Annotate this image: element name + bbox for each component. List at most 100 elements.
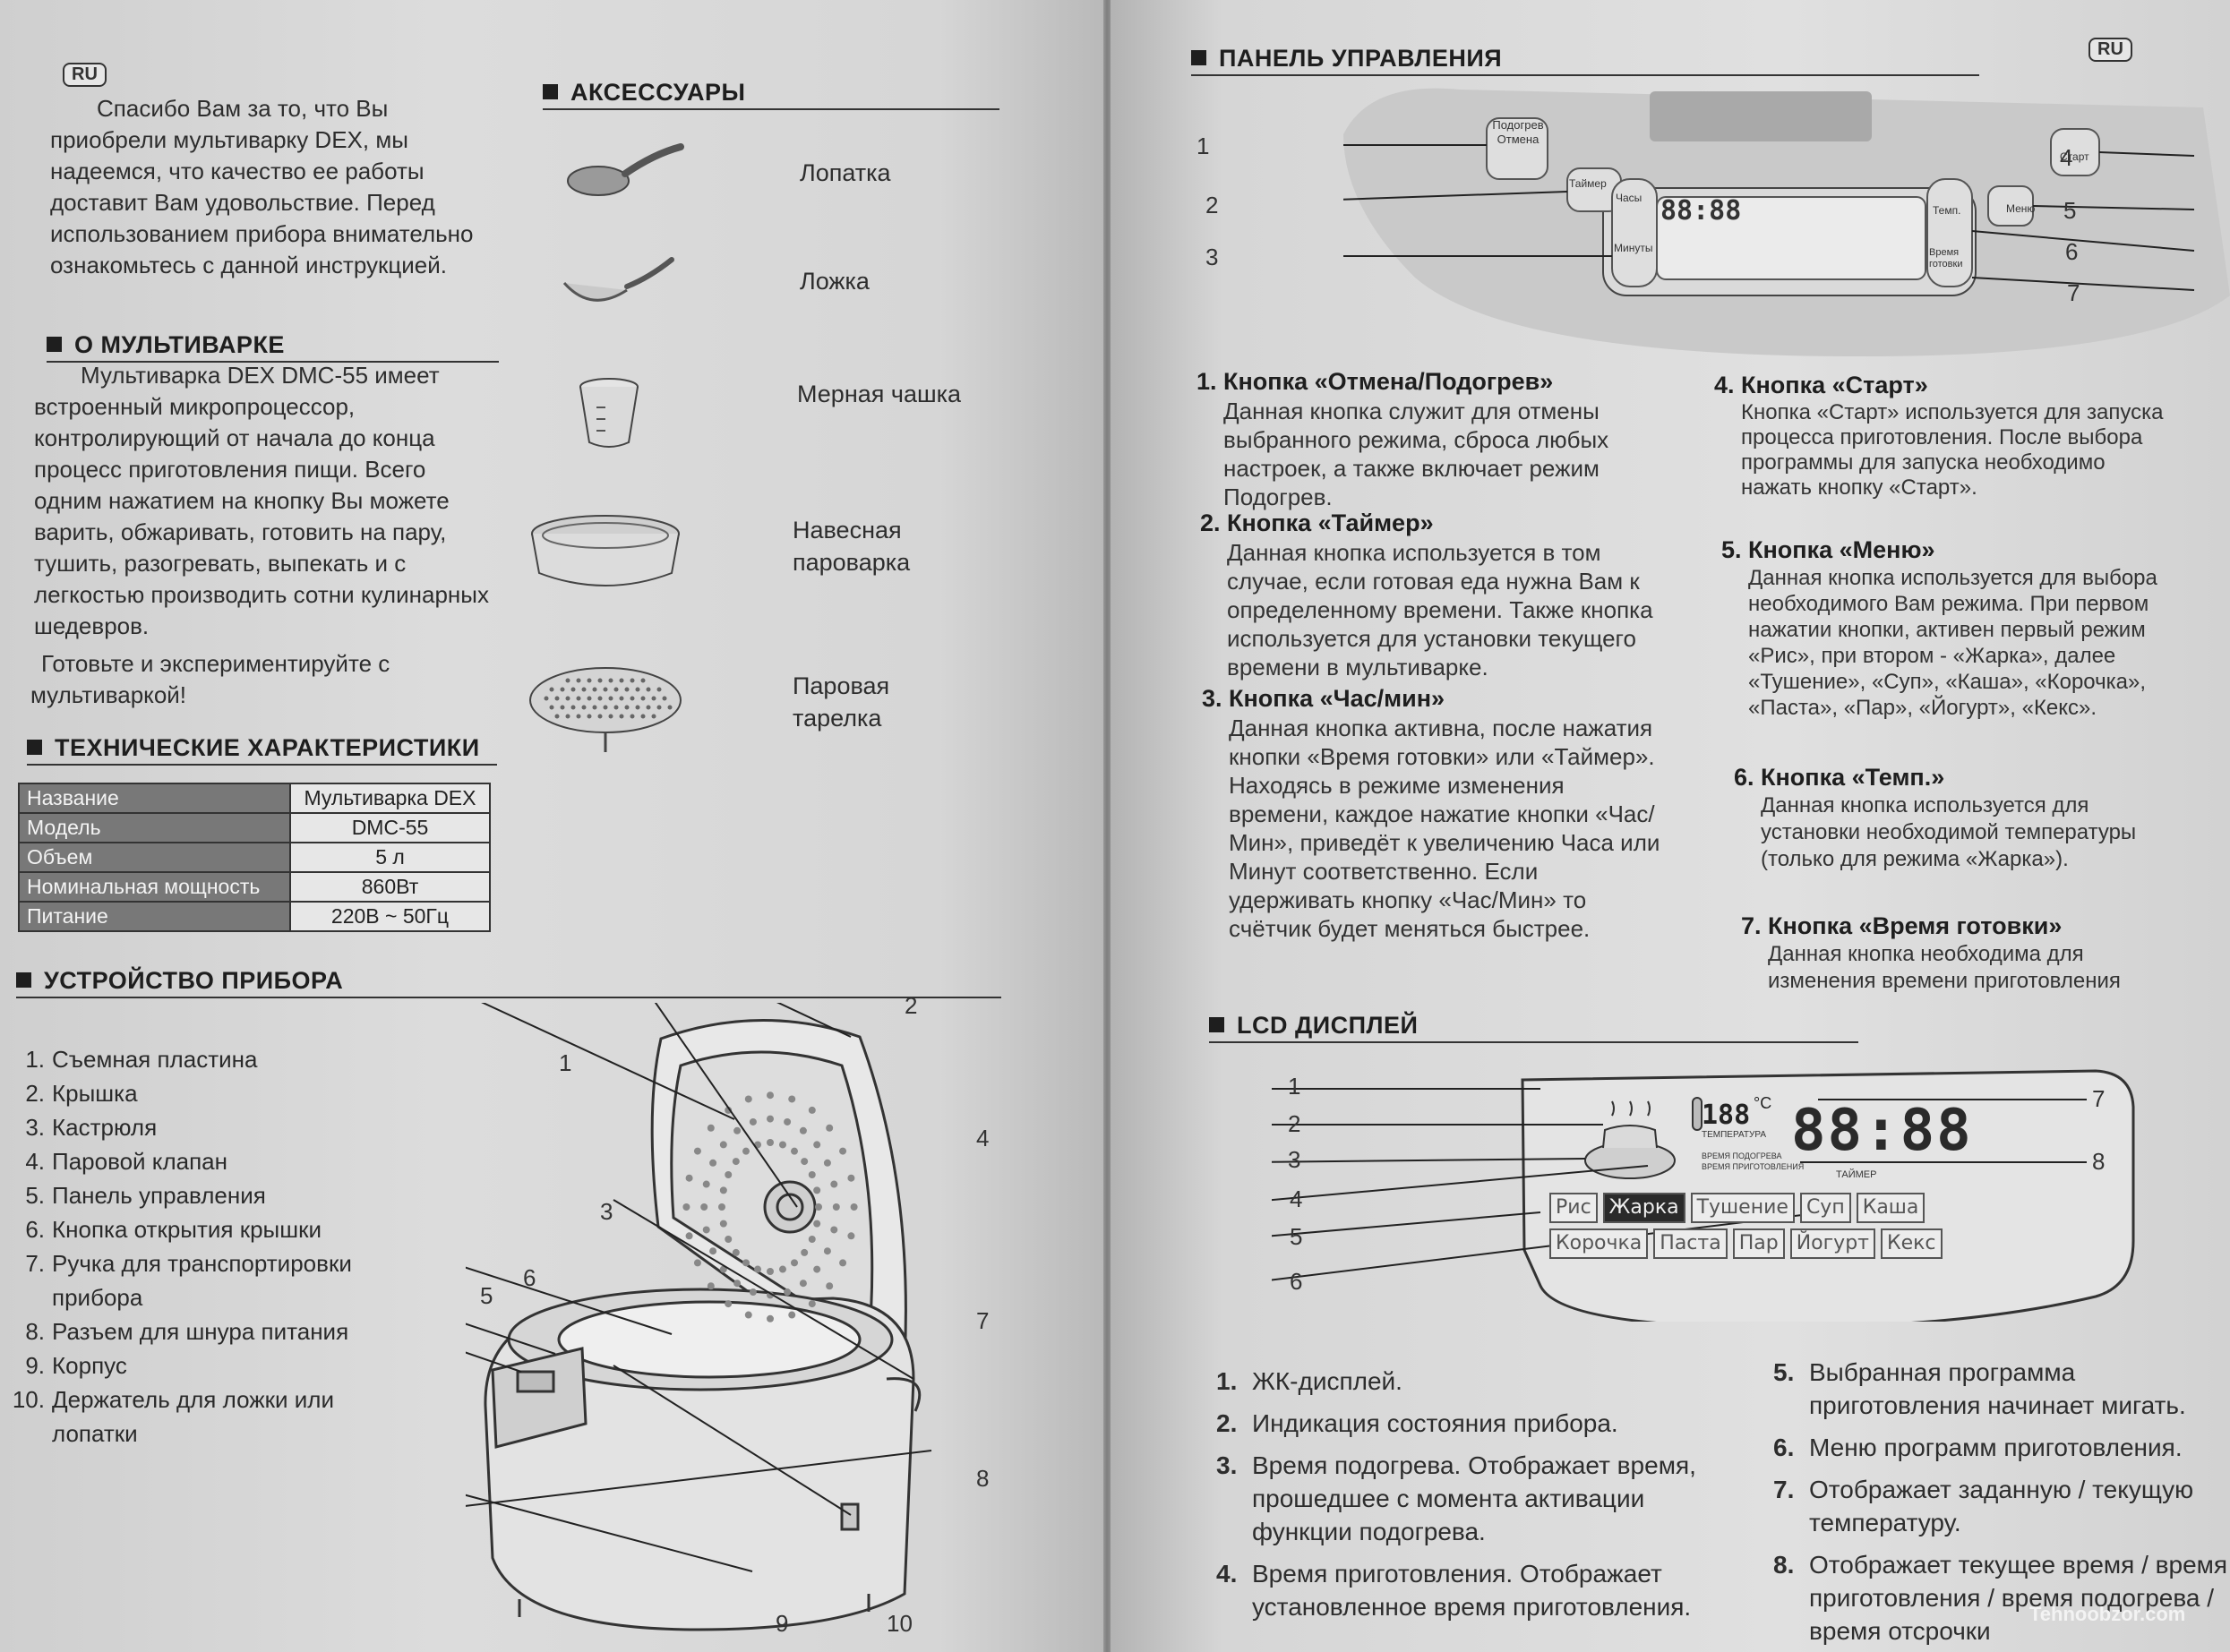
button-desc-timer: 2. Кнопка «Таймер» Данная кнопка использ… [1200, 509, 1666, 681]
lcd-legend-item: 5. Выбранная программа приготовления начи… [1773, 1356, 2230, 1422]
lcd-legend-number: 5. [1773, 1358, 1795, 1386]
device-callout: 10 [887, 1610, 913, 1637]
lcd-legend-text: Отображает текущее время / время пригото… [1809, 1551, 2228, 1645]
button-desc-text: Кнопка «Старт» используется для запуска … [1741, 400, 2164, 500]
part-label: Панель управления [52, 1182, 266, 1209]
part-label: Корпус [52, 1352, 127, 1379]
lcd-mode: Суп [1799, 1193, 1851, 1223]
about-text-2: Готовьте и экспериментируйте с мультивар… [30, 650, 390, 708]
part-item: 5.Панель управления [0, 1178, 421, 1212]
spatula-illustration [567, 143, 684, 196]
temp-button-label: Темп. [1933, 204, 1961, 217]
minutes-button-label: Минуты [1614, 242, 1653, 254]
device-callout: 5 [480, 1282, 493, 1309]
button-desc-start: 4. Кнопка «Старт» Кнопка «Старт» использ… [1714, 371, 2171, 501]
watermark: Tehnoobzor.com [2029, 1603, 2186, 1625]
lcd-callout: 1 [1288, 1073, 1301, 1100]
lcd-legend-number: 2. [1216, 1409, 1238, 1437]
spec-value: 220В ~ 50Гц [289, 901, 491, 932]
lcd-mode: Корочка [1549, 1228, 1649, 1259]
lcd-heading: LCD ДИСПЛЕЙ [1209, 1012, 1858, 1043]
part-label: Ручка для транспортировки прибора [52, 1250, 352, 1311]
spoon-illustration [562, 257, 674, 302]
lcd-legend-number: 1. [1216, 1367, 1238, 1395]
lcd-legend-text: ЖК-дисплей. [1252, 1367, 1402, 1395]
lcd-callout: 2 [1288, 1110, 1301, 1137]
control-panel-drawing [1343, 88, 2230, 357]
spec-value: Мультиварка DEX [289, 783, 491, 814]
part-item: 4. Паровой клапан [0, 1144, 421, 1178]
button-desc-text: Данная кнопка служит для отмены выбранно… [1223, 398, 1609, 510]
device-callout: 4 [976, 1125, 990, 1151]
part-item: 3.Кастрюля [0, 1110, 421, 1144]
part-item: 9. Корпус [0, 1348, 421, 1382]
part-number: 4. [25, 1148, 45, 1175]
part-item: 7.Ручка для транспортировки прибора [0, 1246, 421, 1314]
lcd-mode: Кекс [1880, 1228, 1943, 1259]
device-callout: 9 [776, 1610, 789, 1637]
lcd-legend-item: 7. Отображает заданную / текущую температ… [1773, 1473, 2230, 1539]
button-desc-text: Данная кнопка используется в том случае,… [1227, 539, 1653, 680]
lcd-legend-number: 8. [1773, 1551, 1795, 1579]
lcd-legend-number: 7. [1773, 1476, 1795, 1503]
part-item: 10. Держатель для ложки или лопатки [0, 1382, 421, 1451]
button-desc-cook-time: 7. Кнопка «Время готовки» Данная кнопка … [1741, 912, 2189, 995]
lcd-legend-text: Выбранная программа приготовления начина… [1809, 1358, 2186, 1419]
left-page: RU Спасибо Вам за то, что Вы приобрели м… [0, 0, 1103, 1652]
measuring-cup-illustration [579, 378, 639, 448]
lcd-legend-number: 4. [1216, 1560, 1238, 1588]
spec-key: Номинальная мощность [18, 871, 291, 903]
button-desc-text: Данная кнопка используется для выбора не… [1748, 566, 2157, 720]
lcd-legend-item: 1. ЖК-дисплей. [1216, 1365, 1718, 1398]
lcd-temp-caption: ТЕМПЕРАТУРА [1702, 1130, 1766, 1140]
lcd-legend-item: 4.Время приготовления. Отображает устано… [1216, 1557, 1718, 1623]
device-callout: 8 [976, 1465, 990, 1492]
device-callout: 3 [600, 1198, 613, 1225]
accessory-label-steam-plate: Паровая тарелка [793, 672, 890, 732]
part-number: 9. [25, 1352, 45, 1379]
steam-plate-illustration [529, 667, 682, 752]
lcd-legend-right: 5. Выбранная программа приготовления начи… [1773, 1356, 2230, 1652]
steamer-basket-illustration [531, 515, 680, 586]
lcd-legend-number: 6. [1773, 1434, 1795, 1461]
part-label: Разъем для шнура питания [52, 1318, 349, 1345]
language-badge: RU [2088, 38, 2132, 62]
panel-time-digits: 88:88 [1660, 195, 1742, 227]
part-number: 10. [12, 1386, 45, 1413]
cook-time-button-label: Время готовки [1929, 247, 1963, 270]
accessories-heading: АКСЕССУАРЫ [543, 79, 999, 110]
part-item: 2.Крышка [0, 1076, 421, 1110]
lcd-temp-digits: 188 [1702, 1100, 1751, 1131]
lcd-mode: Каша [1856, 1193, 1926, 1223]
about-heading: О МУЛЬТИВАРКЕ [47, 331, 499, 363]
lcd-mode: Йогурт [1789, 1228, 1875, 1259]
button-desc-temp: 6. Кнопка «Темп.» Данная кнопка использу… [1734, 763, 2182, 873]
accessory-label-steamer: Навесная пароварка [793, 517, 911, 576]
part-item: 8.Разъем для шнура питания [0, 1314, 421, 1348]
spec-value: 5 л [289, 842, 491, 873]
lcd-legend-text: Индикация состояния прибора. [1252, 1409, 1618, 1437]
lcd-callout: 6 [1290, 1268, 1303, 1295]
panel-callout: 3 [1205, 244, 1219, 270]
part-label: Паровой клапан [52, 1148, 227, 1175]
lcd-callout: 5 [1290, 1223, 1303, 1250]
button-desc-hour-min: 3. Кнопка «Час/мин» Данная кнопка активн… [1202, 684, 1668, 943]
timer-button-label: Таймер [1569, 177, 1607, 190]
lcd-legend-item: 2. Индикация состояния прибора. [1216, 1407, 1718, 1440]
button-desc-menu: 5. Кнопка «Меню» Данная кнопка используе… [1721, 535, 2178, 721]
button-desc-cancel: 1. Кнопка «Отмена/Подогрев» Данная кнопк… [1196, 367, 1662, 511]
lcd-legend-text: Отображает заданную / текущую температур… [1809, 1476, 2194, 1536]
lcd-legend-number: 3. [1216, 1451, 1238, 1479]
button-desc-title: 1. Кнопка «Отмена/Подогрев» [1196, 368, 1554, 395]
spec-key: Питание [18, 901, 291, 932]
part-label: Держатель для ложки или лопатки [52, 1386, 334, 1447]
lcd-legend-item: 6.Меню программ приготовления. [1773, 1431, 2230, 1464]
